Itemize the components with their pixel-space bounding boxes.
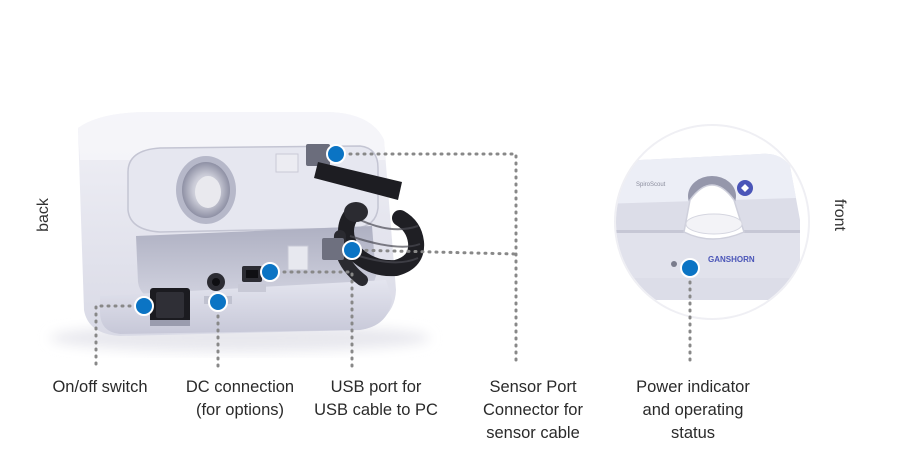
leader-sensor-top: [334, 152, 518, 368]
leader-usb: [268, 270, 354, 368]
label-front-view: front: [831, 198, 848, 231]
device-back-view: [50, 112, 430, 352]
marker-sensor-bottom: [342, 240, 362, 260]
marker-usb: [260, 262, 280, 282]
brand-logo-text: GANSHORN: [708, 255, 755, 264]
device-front-view: SpiroScout GANSHORN: [614, 124, 810, 320]
leader-lines: [94, 152, 692, 368]
label-on-off-switch: On/off switch: [52, 378, 148, 396]
marker-onoff: [134, 296, 154, 316]
marker-sensor-top: [326, 144, 346, 164]
label-dc-connection: DC connection (for options): [185, 378, 295, 419]
label-sensor-port: Sensor Port Connector for sensor cable: [483, 378, 583, 442]
leader-onoff: [94, 304, 146, 368]
model-name-text: SpiroScout: [636, 182, 666, 188]
label-usb-port: USB port for USB cable to PC: [314, 378, 438, 419]
leader-sensor-bottom: [350, 248, 518, 256]
label-back-view: back: [35, 198, 52, 232]
marker-dc: [208, 292, 228, 312]
marker-power: [680, 258, 700, 278]
callout-markers: [134, 144, 700, 316]
label-power-indicator: Power indicator and operating status: [636, 378, 750, 442]
